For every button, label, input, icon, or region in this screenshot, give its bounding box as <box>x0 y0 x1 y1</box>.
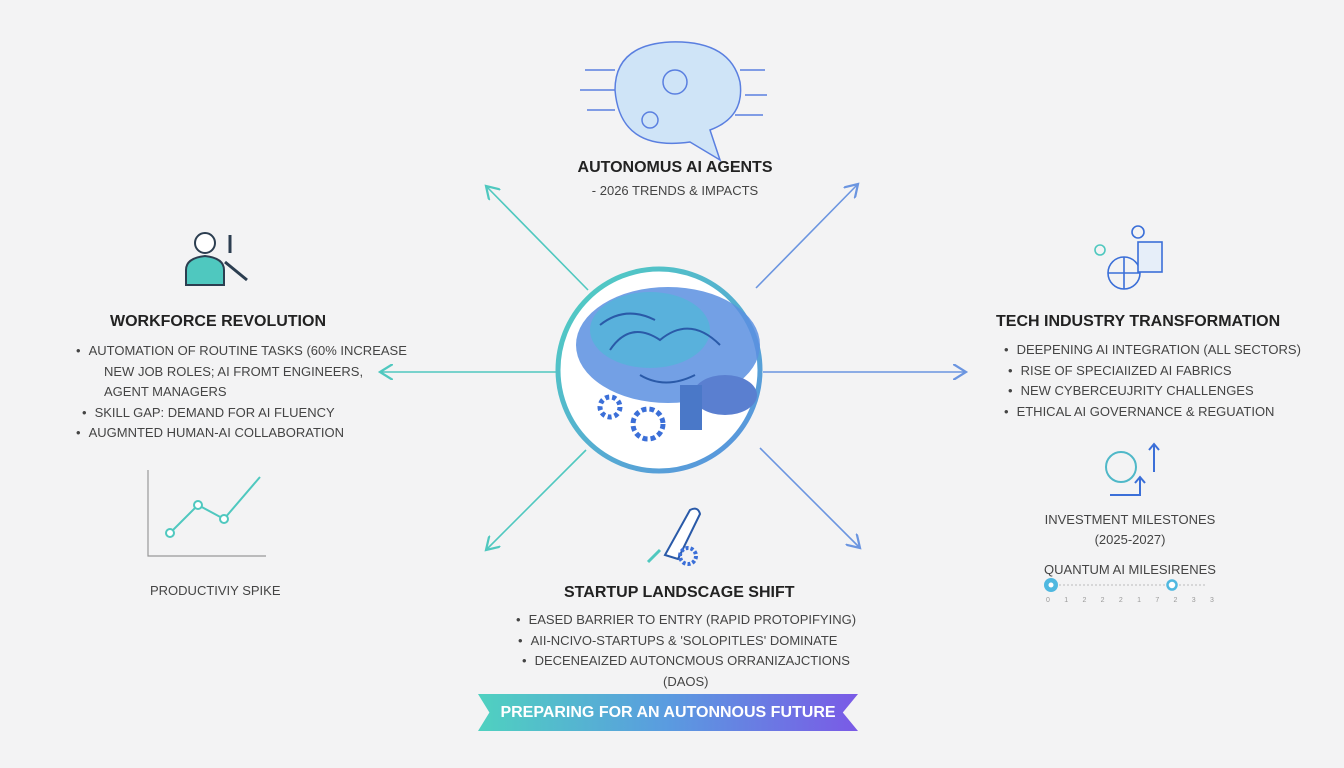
list-item: NEW JOB ROLES; AI FROMT ENGINEERS, <box>104 363 364 379</box>
arrow-down-right <box>759 447 860 548</box>
workforce-title: WORKFORCE REVOLUTION <box>110 313 326 330</box>
tick: 2 <box>1118 597 1123 604</box>
tick: 0 <box>1046 597 1050 604</box>
productivity-chart <box>147 470 266 557</box>
gear-icon <box>597 394 666 442</box>
list-item: SKILL GAP: DEMAND FOR AI FLUENCY <box>76 403 407 424</box>
list-item: DECENEAIZED AUTONCMOUS ORRANIZAJCTIONS <box>516 651 856 672</box>
list-item: AII-NCIVO-STARTUPS & 'SOLOPITLES' DOMINA… <box>516 631 856 652</box>
quantum-timeline <box>1044 578 1206 592</box>
investment-years: (2025-2027) <box>1094 532 1166 547</box>
list-item: RISE OF SPECIAIIZED AI FABRICS <box>1004 361 1301 382</box>
footer-banner: PREPARING FOR AN AUTONNOUS FUTURE <box>478 694 858 731</box>
tick: 3 <box>1209 597 1214 604</box>
arrow-down-left <box>486 449 587 550</box>
list-item: AUTOMATION OF ROUTINE TASKS (60% INCREAS… <box>76 341 407 362</box>
page-subtitle: - 2026 TRENDS & IMPACTS <box>591 183 759 198</box>
arrow-up-right <box>755 184 858 289</box>
tick: 2 <box>1100 597 1105 604</box>
center-brain-icon <box>576 287 760 430</box>
startup-list: EASED BARRIER TO ENTRY (RAPID PROTOPIFYI… <box>516 610 856 692</box>
startup-title: STARTUP LANDSCAGE SHIFT <box>564 584 795 601</box>
quantum-label: QUANTUM AI MILESIRENES <box>1044 562 1216 577</box>
globe-server-icon <box>1094 225 1163 290</box>
investment-icon <box>1105 442 1160 496</box>
list-item: ETHICAL AI GOVERNANCE & REGUATION <box>1004 402 1301 423</box>
list-item: EASED BARRIER TO ENTRY (RAPID PROTOPIFYI… <box>516 610 856 631</box>
rocket-icon <box>646 507 702 566</box>
productivity-label: PRODUCTIVIY SPIKE <box>150 583 281 598</box>
list-item: DEEPENING AI INTEGRATION (ALL SECTORS) <box>1004 340 1301 361</box>
tick: 2 <box>1082 597 1087 604</box>
list-item: NEW CYBERCEUJRITY CHALLENGES <box>1004 381 1301 402</box>
timeline-ticks: 0 1 2 2 2 1 7 2 3 3 <box>1046 597 1214 604</box>
tick: 3 <box>1191 597 1196 604</box>
tick: 7 <box>1155 597 1160 604</box>
workforce-list: AUTOMATION OF ROUTINE TASKS (60% INCREAS… <box>76 341 407 444</box>
top-brain-icon <box>580 41 767 162</box>
arrow-up-left <box>486 186 589 291</box>
tick: 2 <box>1173 597 1178 604</box>
list-item: AUGMNTED HUMAN-AI COLLABORATION <box>76 423 407 444</box>
tech-title: TECH INDUSTRY TRANSFORMATION <box>996 313 1281 330</box>
page-title: AUTONOMUS AI AGENTS <box>577 159 773 176</box>
list-item: (DAOS) <box>663 673 709 689</box>
list-item: AGENT MANAGERS <box>104 384 227 399</box>
tick: 1 <box>1064 597 1069 604</box>
tech-list: DEEPENING AI INTEGRATION (ALL SECTORS) R… <box>1004 340 1301 422</box>
worker-icon <box>185 232 248 286</box>
tick: 1 <box>1137 597 1141 604</box>
investment-label: INVESTMENT MILESTONES <box>1044 512 1216 527</box>
